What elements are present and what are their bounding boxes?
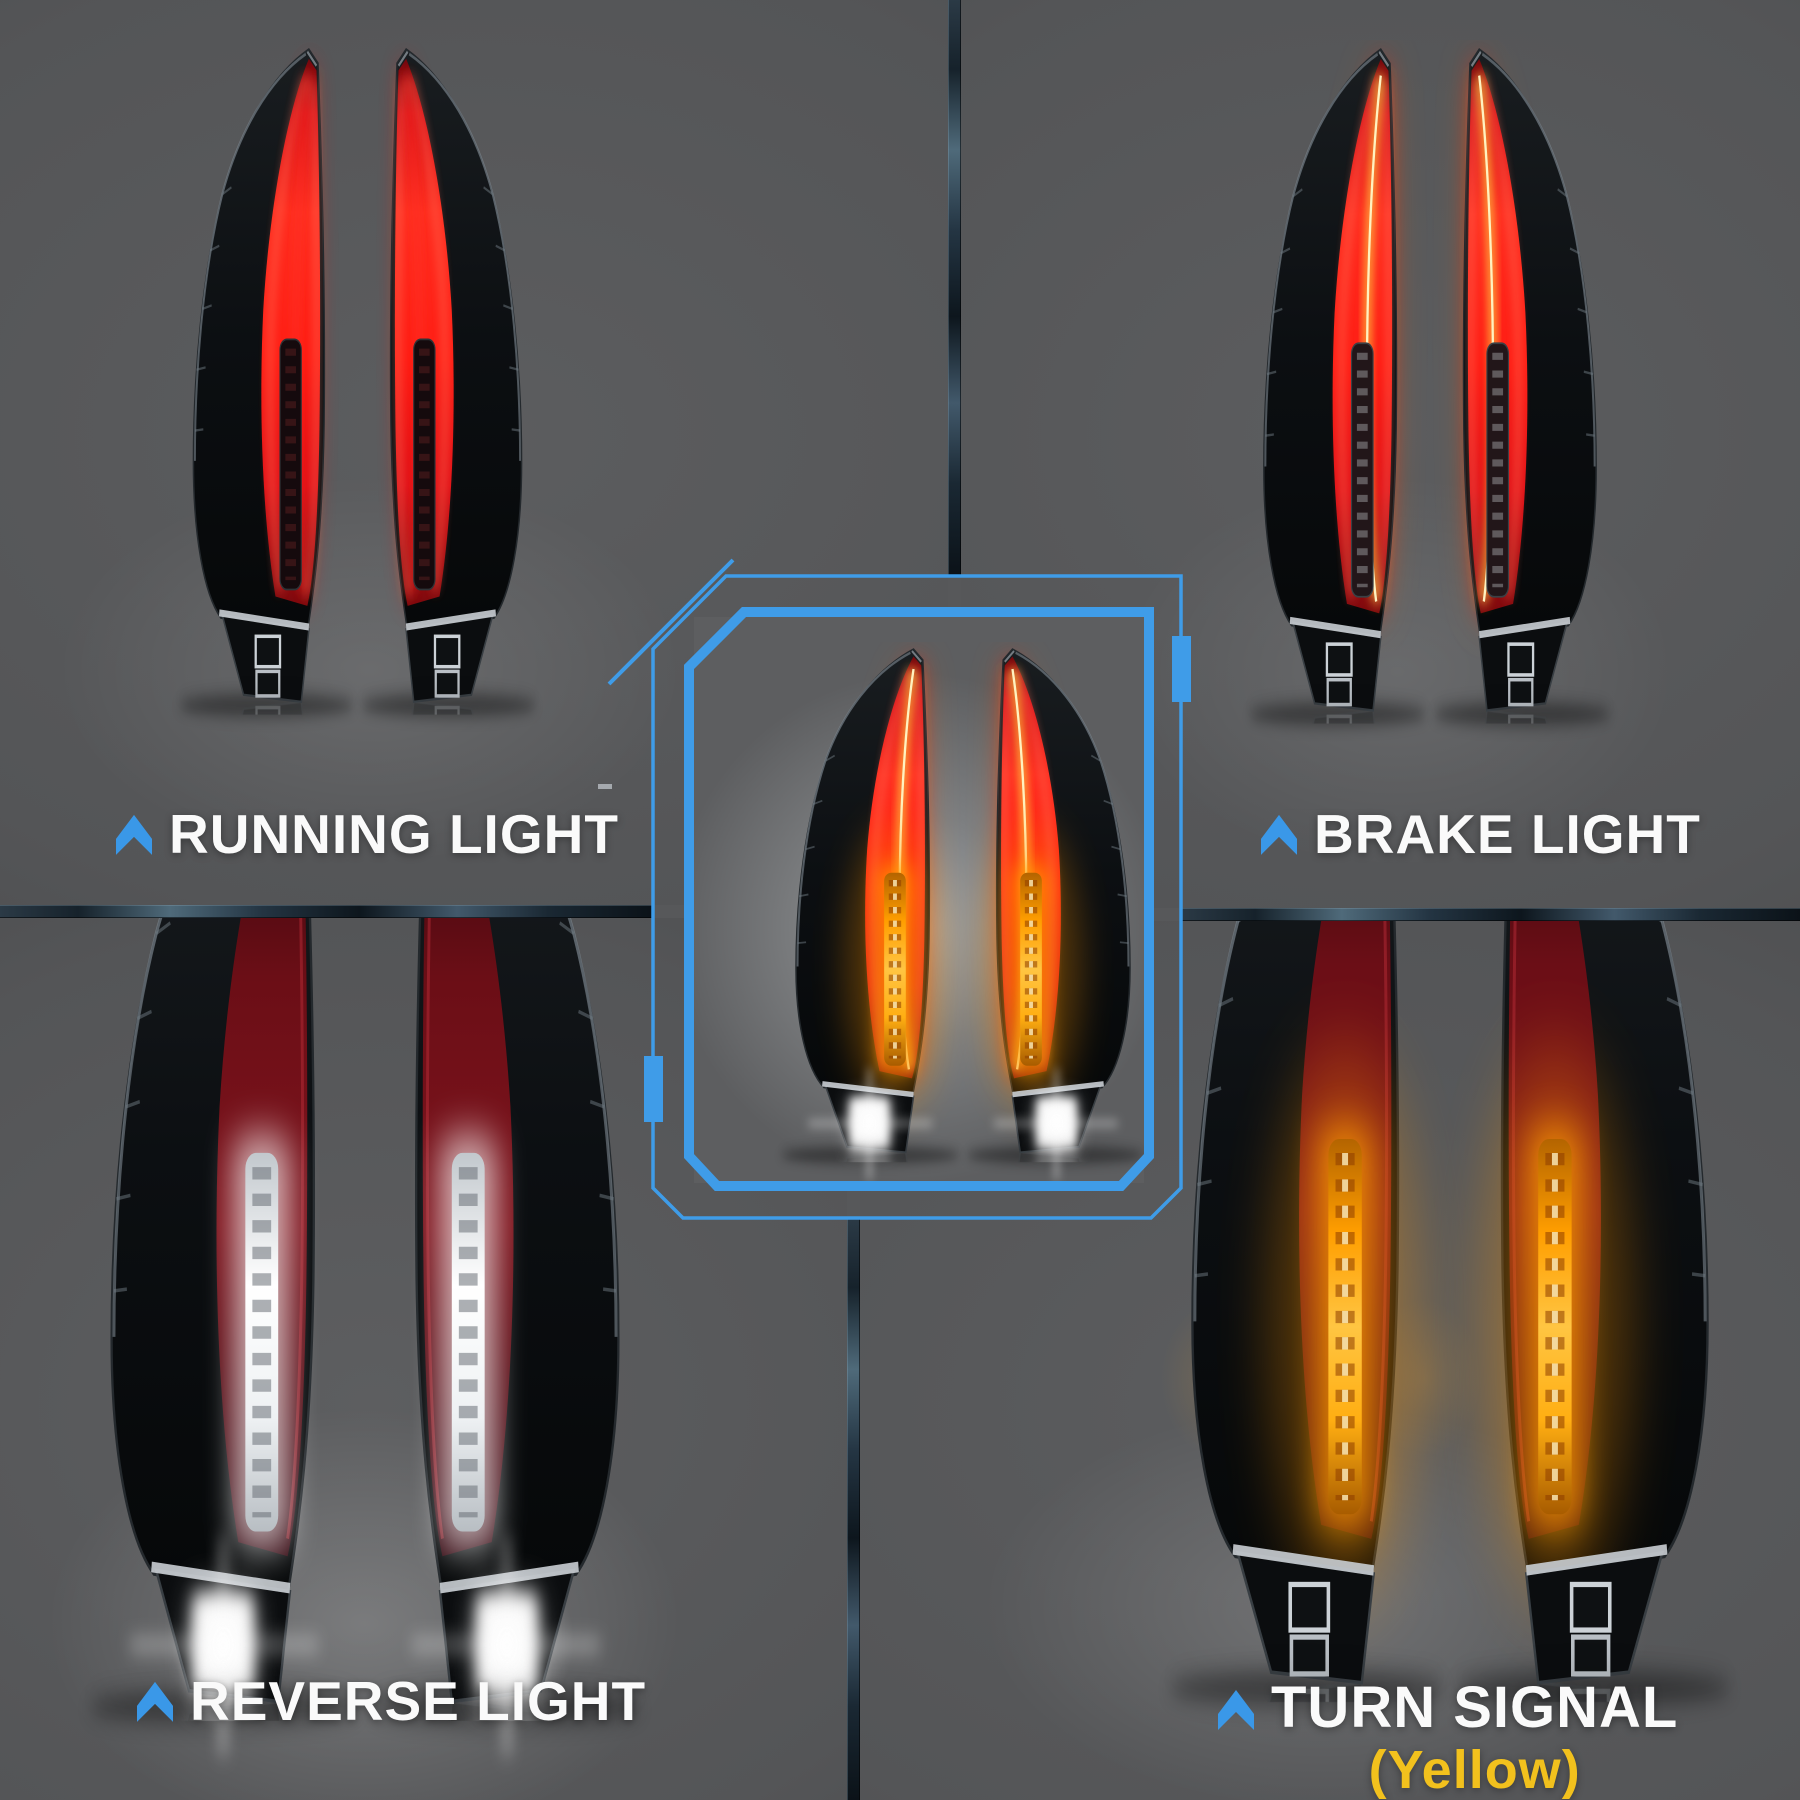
caption-text-group: TURN SIGNAL (Yellow) [1271, 1675, 1679, 1800]
up-arrow-icon [137, 1681, 173, 1722]
tail-lamp-pair-photo [160, 40, 555, 800]
caption-text: REVERSE LIGHT [190, 1670, 647, 1732]
panel-reverse-light: REVERSE LIGHT [0, 918, 847, 1800]
caption-subtext: (Yellow) [1368, 1739, 1581, 1800]
caption-text: RUNNING LIGHT [169, 803, 619, 865]
caption-running-light: RUNNING LIGHT [116, 803, 619, 865]
tail-lamp-pair-photo [1140, 921, 1760, 1800]
up-arrow-icon [116, 814, 152, 855]
panel-running-light: RUNNING LIGHT [0, 0, 948, 905]
tail-lamp-pair-photo [1230, 40, 1630, 810]
panel-turn-signal: TURN SIGNAL (Yellow) [860, 921, 1800, 1800]
hero-tail-lamp-pair-photo [762, 642, 1164, 1228]
up-arrow-icon [1261, 814, 1297, 855]
up-arrow-icon [1218, 1690, 1254, 1730]
divider-seam-top [948, 0, 961, 576]
caption-text: BRAKE LIGHT [1314, 803, 1701, 865]
caption-reverse-light: REVERSE LIGHT [137, 1670, 647, 1732]
tail-lamp-pair-photo [60, 918, 670, 1800]
divider-seam-left [0, 905, 653, 918]
caption-brake-light: BRAKE LIGHT [1261, 803, 1701, 865]
panel-brake-light: BRAKE LIGHT [961, 0, 1800, 908]
caption-turn-signal: TURN SIGNAL (Yellow) [1218, 1675, 1679, 1800]
divider-seam-bottom [847, 1218, 860, 1800]
divider-seam-right [1181, 908, 1800, 921]
caption-text: TURN SIGNAL [1271, 1675, 1679, 1740]
